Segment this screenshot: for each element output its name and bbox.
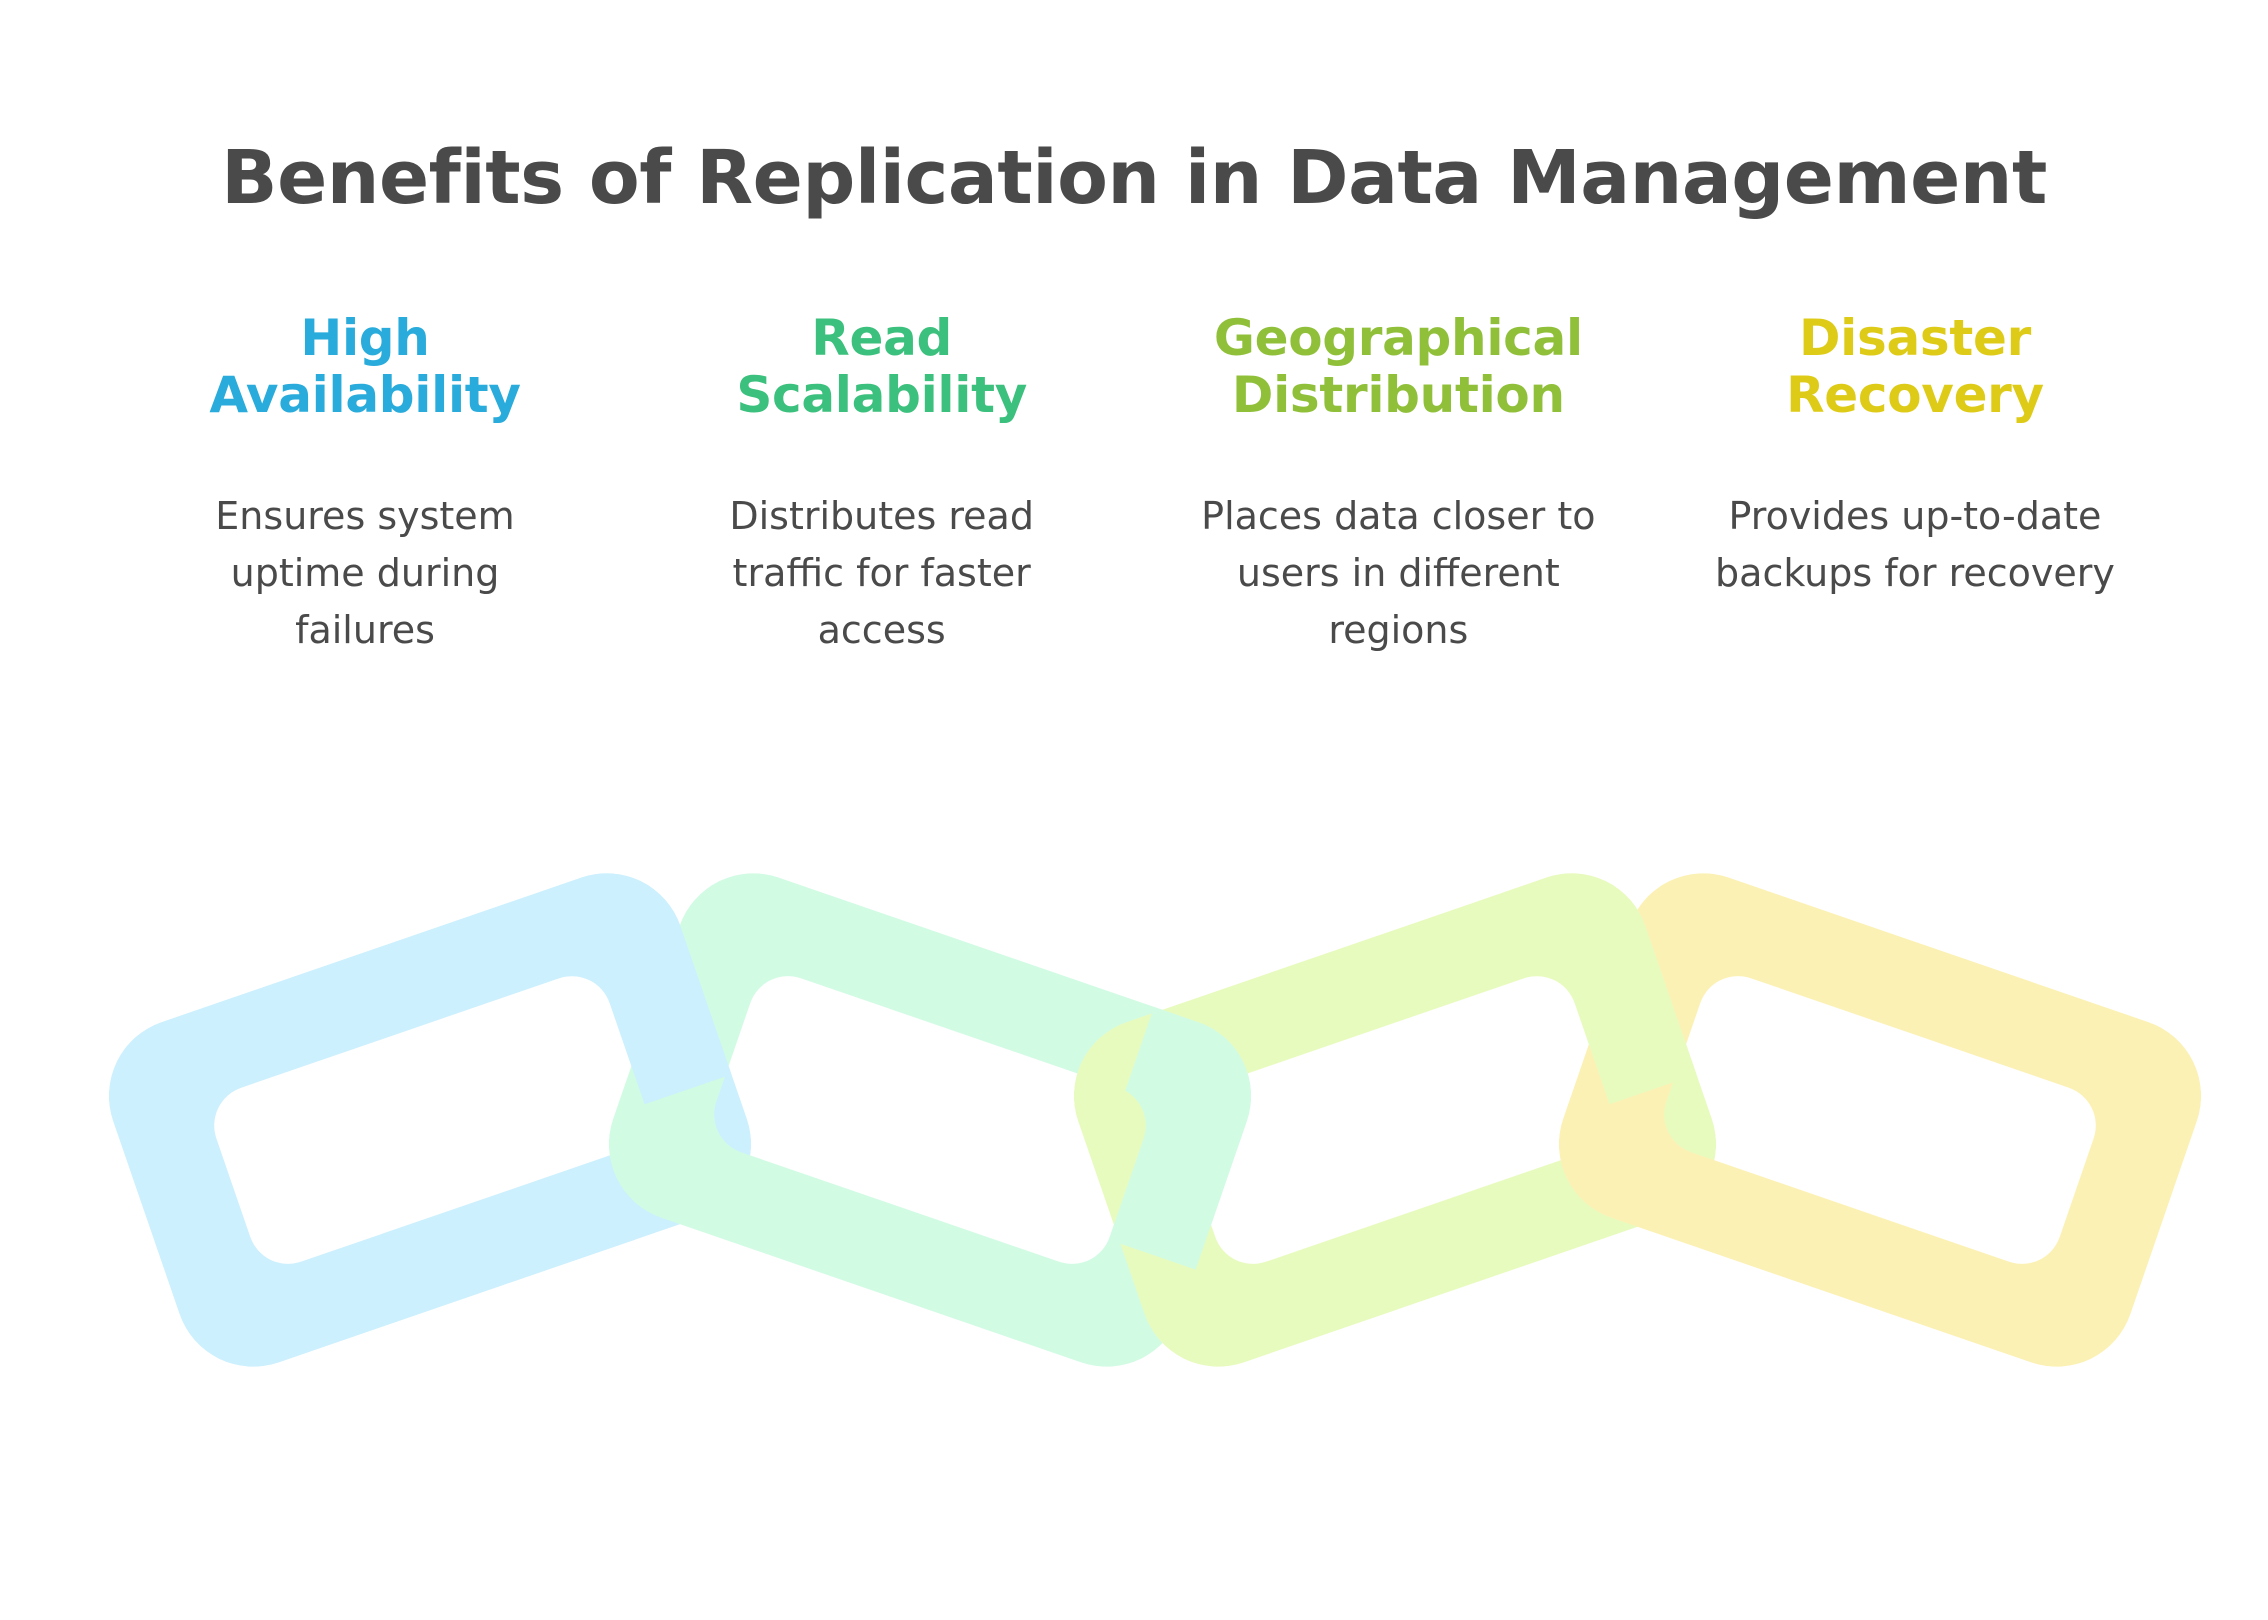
benefit-column-geographical-distribution: Geographical Distribution Places data cl…	[1183, 310, 1613, 659]
chain-link-1-over	[536, 873, 737, 1116]
chain-links-graphic	[0, 790, 2268, 1490]
chain-link-3-over	[1501, 873, 1702, 1116]
benefit-column-read-scalability: Read Scalability Distributes read traffi…	[667, 310, 1097, 659]
benefit-description: Distributes read traffic for faster acce…	[729, 494, 1034, 652]
benefit-description: Places data closer to users in different…	[1201, 494, 1596, 652]
chain-link-2	[608, 873, 1252, 1367]
benefits-columns: High Availability Ensures system uptime …	[150, 310, 2130, 659]
chain-links-svg	[108, 873, 2202, 1367]
benefit-heading: Geographical Distribution	[1213, 309, 1583, 424]
benefit-heading: Read Scalability	[736, 309, 1027, 424]
chain-link-4	[1558, 873, 2202, 1367]
benefit-column-high-availability: High Availability Ensures system uptime …	[150, 310, 580, 659]
benefit-description: Provides up-to-date backups for recovery	[1715, 494, 2115, 595]
benefit-description: Ensures system uptime during failures	[215, 494, 515, 652]
benefit-heading: High Availability	[209, 309, 521, 424]
benefit-column-disaster-recovery: Disaster Recovery Provides up-to-date ba…	[1700, 310, 2130, 602]
page-title: Benefits of Replication in Data Manageme…	[221, 135, 2047, 221]
benefit-heading: Disaster Recovery	[1786, 309, 2044, 424]
